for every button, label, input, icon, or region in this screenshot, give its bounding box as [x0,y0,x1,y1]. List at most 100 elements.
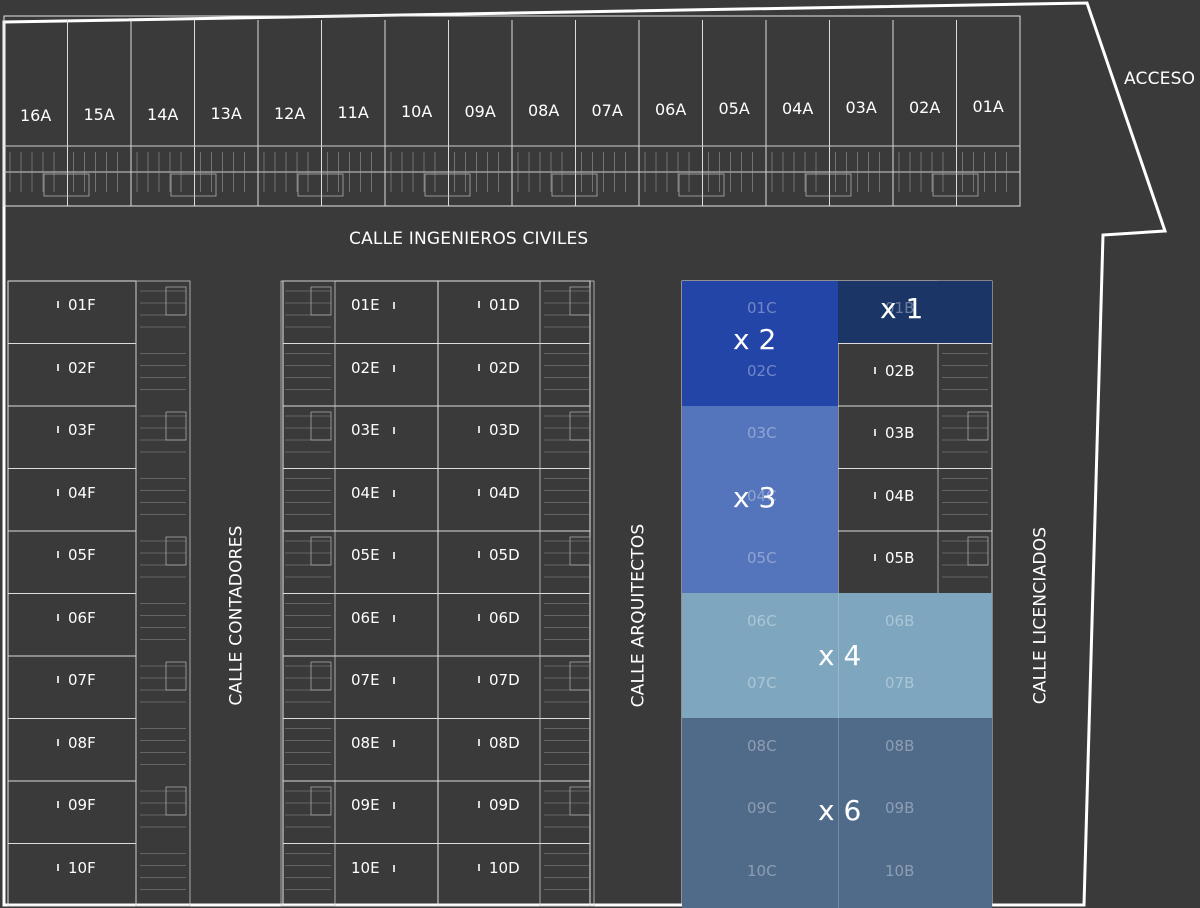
strip-b-garage [967,536,989,566]
zone-4 [682,593,992,718]
lot-label-08f: 08F [68,733,96,752]
lot-label-16a: 16A [20,106,52,125]
street-label-arquitectos: CALLE ARQUITECTOS [628,523,649,708]
lot-marker-icon [393,802,395,809]
street-label-ingenieros-civiles: CALLE INGENIEROS CIVILES [349,229,589,249]
lot-label-02e: 02E [351,358,380,377]
lot-label-01a: 01A [972,97,1004,116]
lot-label-08c: 08C [747,736,777,755]
lot-label-01c: 01C [747,299,777,317]
lot-marker-icon [57,551,59,558]
row-a-garage [551,173,598,197]
lot-label-14a: 14A [147,104,179,124]
lot-marker-icon [478,738,480,746]
lot-label-06d: 06D [489,608,520,627]
lot-marker-icon [57,738,59,746]
strip-f [135,280,191,907]
strip-e-garage [310,286,332,316]
lot-label-10f: 10F [68,858,96,877]
lot-label-03e: 03E [351,421,380,439]
zone-multiplier-4: x 4 [818,639,862,672]
lot-marker-icon [57,488,59,496]
lot-marker-icon [874,429,876,436]
lot-label-13a: 13A [210,104,242,124]
lot-label-09d: 09D [489,796,520,814]
lot-label-03b: 03B [885,424,915,442]
row-a-garage [170,173,217,197]
lot-marker-icon [478,863,480,871]
lot-marker-icon [57,676,59,683]
zone-lot-divider [838,718,839,908]
lot-marker-icon [393,739,395,747]
lot-label-04f: 04F [68,483,96,502]
lot-label-03d: 03D [489,421,520,439]
site-boundary [2,1,1168,907]
lot-marker-icon [478,676,480,683]
lot-label-08d: 08D [489,733,520,752]
lot-marker-icon [57,801,59,808]
lot-marker-icon [57,613,59,621]
lot-label-10c: 10C [747,861,777,880]
strip-e-garage [310,661,332,691]
zone-multiplier-3: x 3 [733,481,777,514]
lot-label-02c: 02C [747,361,777,380]
strip-e [280,280,336,907]
lot-label-08b: 08B [885,736,915,755]
zone-multiplier-2: x 2 [733,323,777,356]
lot-marker-icon [478,613,480,621]
lot-marker-icon [57,863,59,871]
zone-2 [682,281,838,406]
lot-label-06a: 06A [655,100,687,119]
lot-label-02a: 02A [909,97,941,117]
strip-f-garage [165,286,187,316]
lot-marker-icon [478,801,480,808]
lot-marker-icon [874,491,876,499]
lot-marker-icon [874,554,876,561]
lot-label-06b: 06B [885,611,915,630]
lot-label-02b: 02B [885,361,915,380]
lot-marker-icon [57,301,59,308]
lot-label-01e: 01E [351,296,380,314]
zone-5 [682,718,992,908]
zone-lot-divider [838,593,839,718]
lot-label-05f: 05F [68,546,96,564]
lot-label-01b: 01B [885,299,915,317]
lot-label-12a: 12A [274,103,306,123]
lot-label-07f: 07F [68,671,96,689]
lot-label-06c: 06C [747,611,777,630]
strip-e-garage [310,536,332,566]
strip-d-garage [569,536,591,566]
lot-label-09c: 09C [747,799,777,817]
strip-d-garage [569,411,591,441]
row-a-garage [932,173,979,197]
lot-label-09e: 09E [351,796,380,814]
lot-label-05a: 05A [718,99,750,119]
lot-marker-icon [393,677,395,684]
lot-label-09b: 09B [885,799,915,817]
lot-marker-icon [393,489,395,497]
lot-label-04c: 04C [747,486,777,505]
strip-d-garage [569,286,591,316]
lot-label-15a: 15A [83,105,115,125]
lot-label-10b: 10B [885,861,915,880]
lot-label-08a: 08A [528,101,560,121]
lot-label-07c: 07C [747,674,777,692]
row-a-garage [805,173,852,197]
lot-marker-icon [393,552,395,559]
strip-e-garage [310,786,332,816]
strip-f-garage [165,411,187,441]
lot-label-03f: 03F [68,421,96,439]
lot-label-10a: 10A [401,102,433,122]
lot-label-05d: 05D [489,546,520,564]
lot-marker-icon [478,301,480,308]
strip-f-garage [165,661,187,691]
lot-label-09a: 09A [464,101,496,121]
strip-d-garage [569,786,591,816]
lot-label-03a: 03A [845,98,877,118]
lot-label-07d: 07D [489,671,520,689]
strip-f-garage [165,786,187,816]
lot-marker-icon [57,363,59,371]
lot-marker-icon [393,302,395,309]
